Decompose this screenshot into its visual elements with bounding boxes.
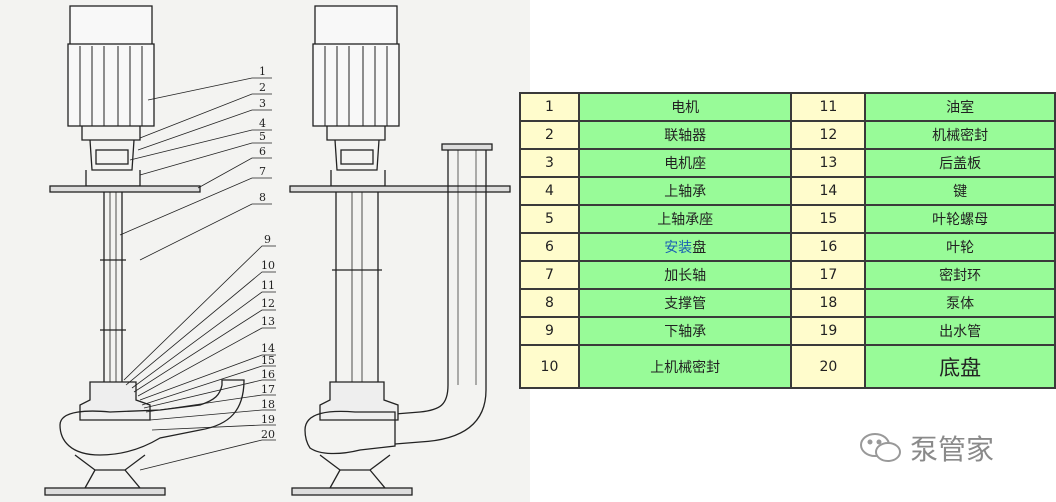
pump-right <box>289 5 511 496</box>
part-name: 电机座 <box>577 148 793 178</box>
part-name: 上轴承座 <box>577 204 793 234</box>
svg-text:10: 10 <box>261 259 275 272</box>
svg-text:19: 19 <box>261 413 275 426</box>
wechat-icon <box>860 433 901 462</box>
part-name: 加长轴 <box>577 260 793 290</box>
part-name: 出水管 <box>864 316 1056 346</box>
part-name: 电机 <box>577 92 793 122</box>
svg-text:3: 3 <box>259 97 266 110</box>
part-name: 叶轮 <box>864 232 1056 262</box>
part-number: 20 <box>790 344 867 389</box>
part-name: 叶轮螺母 <box>864 204 1056 234</box>
part-number: 8 <box>519 288 580 318</box>
svg-text:2: 2 <box>259 81 266 94</box>
svg-text:1: 1 <box>259 65 266 78</box>
pump-left <box>44 5 245 496</box>
svg-text:11: 11 <box>261 279 275 292</box>
part-name: 上机械密封 <box>577 344 793 389</box>
part-number: 2 <box>519 120 580 150</box>
part-number: 1 <box>519 92 580 122</box>
part-number: 9 <box>519 316 580 346</box>
part-number: 16 <box>790 232 867 262</box>
svg-text:14: 14 <box>261 342 275 355</box>
part-name: 底盘 <box>864 344 1056 389</box>
part-number: 7 <box>519 260 580 290</box>
part-name: 密封环 <box>864 260 1056 290</box>
svg-text:18: 18 <box>261 398 275 411</box>
part-number: 18 <box>790 288 867 318</box>
svg-text:17: 17 <box>261 383 275 396</box>
svg-text:20: 20 <box>261 428 275 441</box>
part-name: 后盖板 <box>864 148 1056 178</box>
leader-lines <box>119 77 276 471</box>
svg-text:6: 6 <box>259 145 266 158</box>
svg-text:12: 12 <box>261 297 275 310</box>
pump-cross-section-drawing: 1 2 3 4 5 6 7 8 9 10 11 12 13 14 15 16 1… <box>0 0 530 502</box>
part-number: 19 <box>790 316 867 346</box>
part-name: 下轴承 <box>577 316 793 346</box>
part-number: 10 <box>519 344 580 389</box>
part-name: 泵体 <box>864 288 1056 318</box>
part-name: 支撑管 <box>577 288 793 318</box>
part-number: 17 <box>790 260 867 290</box>
part-name: 机械密封 <box>864 120 1056 150</box>
watermark-text: 泵管家 <box>910 433 995 466</box>
part-number: 5 <box>519 204 580 234</box>
callout-numbers: 1 2 3 4 5 6 7 8 9 10 11 12 13 14 15 16 1… <box>259 65 275 441</box>
part-number: 12 <box>790 120 867 150</box>
part-number: 4 <box>519 176 580 206</box>
part-name: 联轴器 <box>577 120 793 150</box>
part-number: 14 <box>790 176 867 206</box>
svg-text:5: 5 <box>259 130 266 143</box>
watermark: 泵管家 <box>858 428 994 468</box>
part-name: 安装盘 <box>577 232 793 262</box>
part-number: 15 <box>790 204 867 234</box>
part-name: 键 <box>864 176 1056 206</box>
part-name-link[interactable]: 安装 <box>664 240 693 256</box>
svg-text:8: 8 <box>259 191 266 204</box>
part-number: 13 <box>790 148 867 178</box>
part-name: 油室 <box>864 92 1056 122</box>
svg-text:4: 4 <box>259 117 266 130</box>
part-name: 上轴承 <box>577 176 793 206</box>
svg-text:9: 9 <box>264 233 271 246</box>
part-number: 6 <box>519 232 580 262</box>
part-number: 3 <box>519 148 580 178</box>
svg-text:15: 15 <box>261 354 275 367</box>
svg-text:16: 16 <box>261 368 275 381</box>
svg-text:7: 7 <box>259 165 266 178</box>
part-name-rest: 盘 <box>692 240 707 256</box>
svg-text:13: 13 <box>261 315 275 328</box>
part-number: 11 <box>790 92 867 122</box>
